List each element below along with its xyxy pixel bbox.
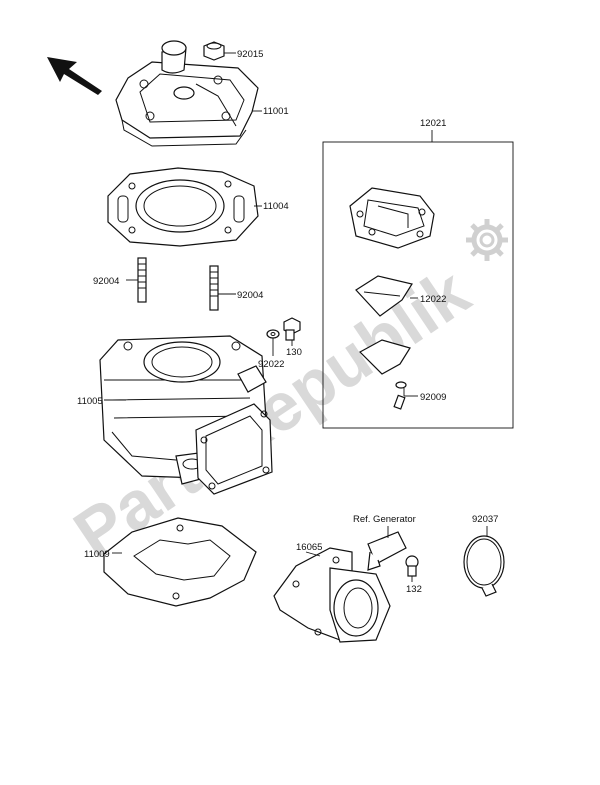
reed-valve-assy-box — [322, 141, 514, 429]
label-ref-generator: Ref. Generator — [353, 514, 416, 525]
stud-left — [137, 257, 147, 303]
label-92004-right: 92004 — [237, 290, 263, 301]
cylinder — [99, 335, 273, 495]
label-92004-left: 92004 — [93, 276, 119, 287]
gear-icon — [466, 219, 508, 261]
label-11005: 11005 — [77, 396, 103, 407]
label-12021: 12021 — [420, 118, 446, 129]
stud-right — [209, 265, 219, 311]
leader-lines — [104, 52, 488, 582]
bolt-132 — [405, 555, 419, 577]
label-92015: 92015 — [237, 49, 263, 60]
hose-clamp — [463, 535, 505, 597]
generator-bracket — [367, 531, 407, 571]
label-92022: 92022 — [258, 359, 284, 370]
label-16065: 16065 — [296, 542, 322, 553]
label-12022: 12022 — [420, 294, 446, 305]
base-gasket — [103, 517, 257, 607]
reed-plate — [359, 339, 411, 375]
label-92009: 92009 — [420, 392, 446, 403]
label-92037: 92037 — [472, 514, 498, 525]
washer-92022 — [266, 329, 280, 339]
screw-92009 — [393, 381, 407, 410]
label-130: 130 — [286, 347, 302, 358]
label-11009: 11009 — [84, 549, 110, 560]
label-132: 132 — [406, 584, 422, 595]
head-gasket — [107, 167, 259, 247]
cylinder-head — [115, 40, 259, 147]
reed-stopper-12022 — [355, 275, 413, 317]
front-arrow-icon — [47, 57, 102, 95]
intake-manifold — [273, 547, 391, 643]
bolt-130 — [283, 317, 301, 341]
nut-92015 — [203, 41, 225, 61]
label-11004: 11004 — [263, 201, 289, 212]
label-11001: 11001 — [263, 106, 289, 117]
